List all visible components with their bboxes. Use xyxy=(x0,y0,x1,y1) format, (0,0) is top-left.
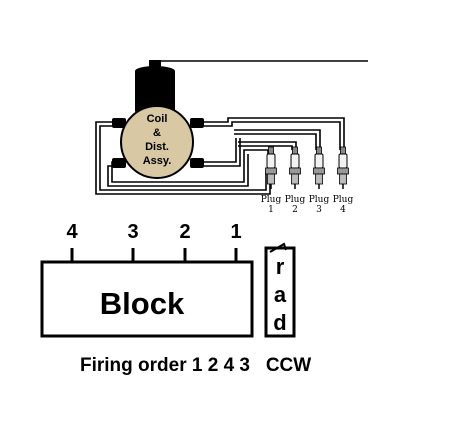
cylinder-1-label: 1 xyxy=(230,221,241,243)
distributor-label-line4: Assy. xyxy=(143,155,172,167)
distributor-assembly: Coil & Dist. Assy. xyxy=(112,105,204,179)
plug-3-number: 3 xyxy=(316,205,322,215)
distributor-label-line2: & xyxy=(153,127,161,139)
radiator: r a d xyxy=(264,242,296,338)
coil-power-wire xyxy=(154,60,368,66)
block-label: Block xyxy=(100,286,185,321)
cylinder-4-label: 4 xyxy=(66,221,78,243)
plug-2-number: 2 xyxy=(292,205,298,215)
plug-2-word: Plug xyxy=(285,195,306,205)
plug-1-number: 1 xyxy=(268,205,274,215)
plug-4-number: 4 xyxy=(340,205,346,215)
distributor-label-line1: Coil xyxy=(147,113,168,125)
radiator-letter-a: a xyxy=(274,282,287,307)
spark-plugs: Plug 1 Plug 2 Plug 3 Plug xyxy=(261,146,354,215)
plug-1-word: Plug xyxy=(261,195,282,205)
distributor-label-line3: Dist. xyxy=(145,141,169,153)
radiator-letter-r: r xyxy=(276,254,285,279)
spark-plug-4: Plug 4 xyxy=(333,146,354,215)
spark-plug-3: Plug 3 xyxy=(309,146,330,215)
firing-order-caption: Firing order 1 2 4 3 CCW xyxy=(80,355,311,376)
plug-4-word: Plug xyxy=(333,195,354,205)
cylinder-2-label: 2 xyxy=(179,221,190,243)
spark-plug-1: Plug 1 xyxy=(261,146,282,215)
plug-3-word: Plug xyxy=(309,195,330,205)
cylinder-3-label: 3 xyxy=(127,221,138,243)
radiator-letter-d: d xyxy=(273,310,286,335)
engine-block: 4 3 2 1 Block xyxy=(40,221,254,338)
spark-plug-2: Plug 2 xyxy=(285,146,306,215)
